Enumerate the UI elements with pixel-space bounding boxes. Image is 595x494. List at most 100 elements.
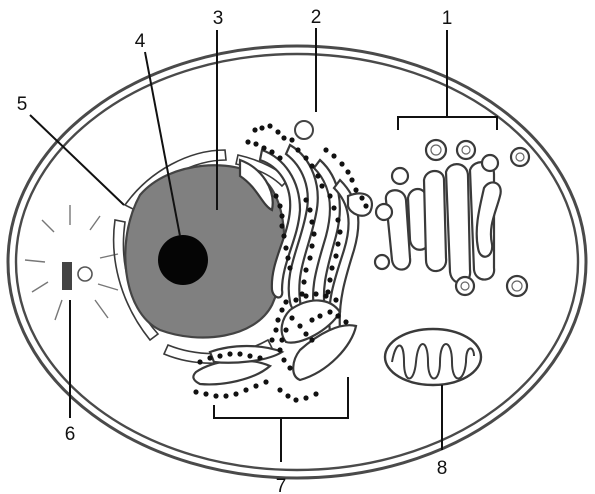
label-2: 2 bbox=[311, 7, 322, 28]
ribosome-dot bbox=[345, 169, 350, 174]
ribosome-dot bbox=[223, 393, 228, 398]
ribosome-dot bbox=[359, 195, 364, 200]
ribosome-dot bbox=[337, 229, 342, 234]
ribosome-dot bbox=[311, 231, 316, 236]
ribosome-dot bbox=[317, 313, 322, 318]
golgi-apparatus bbox=[375, 140, 529, 296]
ribosome-dot bbox=[349, 177, 354, 182]
ribosome-dot bbox=[283, 327, 288, 332]
ribosome-dot bbox=[253, 383, 258, 388]
ribosome-dot bbox=[197, 359, 202, 364]
ribosome-dot bbox=[273, 193, 278, 198]
ribosome-dot bbox=[327, 193, 332, 198]
ribosome-dot bbox=[307, 207, 312, 212]
ribosome-dot bbox=[353, 187, 358, 192]
ribosome-dot bbox=[309, 317, 314, 322]
ribosome-dot bbox=[309, 243, 314, 248]
ribosome-dot bbox=[315, 173, 320, 178]
ribosome-dot bbox=[243, 387, 248, 392]
ribosome-dot bbox=[277, 387, 282, 392]
ribosome-dot bbox=[323, 293, 328, 298]
ribosome-dot bbox=[335, 313, 340, 318]
ribosome-dot bbox=[277, 203, 282, 208]
ribosome-dot bbox=[259, 125, 264, 130]
ribosome-dot bbox=[277, 347, 282, 352]
centrosome bbox=[25, 205, 118, 320]
label-7: 7 bbox=[276, 476, 287, 494]
ribosome-dot bbox=[275, 317, 280, 322]
ribosome-dot bbox=[293, 397, 298, 402]
ribosome-dot bbox=[307, 255, 312, 260]
ribosome-dot bbox=[297, 323, 302, 328]
ribosome-dot bbox=[281, 135, 286, 140]
ribosome-dot bbox=[289, 137, 294, 142]
ribosome-dot bbox=[289, 315, 294, 320]
centriole-rod bbox=[62, 262, 72, 290]
ribosome-dot bbox=[309, 163, 314, 168]
ribosome-dot bbox=[319, 183, 324, 188]
ribosome-dot bbox=[247, 353, 252, 358]
label-1: 1 bbox=[442, 8, 453, 29]
mitochondrion bbox=[385, 329, 481, 385]
ribosome-dot bbox=[279, 307, 284, 312]
ribosome-dot bbox=[329, 265, 334, 270]
ribosome-dot bbox=[335, 217, 340, 222]
ribosome-dot bbox=[285, 393, 290, 398]
ribosome-dot bbox=[281, 357, 286, 362]
ribosome-dot bbox=[313, 391, 318, 396]
label-5: 5 bbox=[17, 94, 28, 115]
ribosome-dot bbox=[281, 233, 286, 238]
ribosome-dot bbox=[213, 393, 218, 398]
ribosome-dot bbox=[313, 291, 318, 296]
ribosome-dot bbox=[261, 145, 266, 150]
centriole-circle bbox=[78, 267, 92, 281]
ribosome-dot bbox=[193, 389, 198, 394]
ribosome-dot bbox=[279, 337, 284, 342]
ribosome-dot bbox=[277, 155, 282, 160]
ribosome-dot bbox=[327, 277, 332, 282]
ribosome-dot bbox=[203, 391, 208, 396]
ribosome-dot bbox=[335, 241, 340, 246]
ribosome-dot bbox=[303, 331, 308, 336]
ribosome-dot bbox=[303, 197, 308, 202]
ribosome-dot bbox=[323, 147, 328, 152]
ribosome-dot bbox=[269, 149, 274, 154]
label-4: 4 bbox=[135, 31, 146, 52]
label-8: 8 bbox=[437, 458, 448, 479]
ribosome-dot bbox=[245, 139, 250, 144]
ribosome-dot bbox=[273, 327, 278, 332]
ribosome-dot bbox=[363, 203, 368, 208]
ribosome-dot bbox=[331, 153, 336, 158]
ribosome-dot bbox=[207, 355, 212, 360]
ribosome-dot bbox=[327, 309, 332, 314]
ribosome-dot bbox=[263, 379, 268, 384]
ribosome-dot bbox=[252, 127, 257, 132]
ribosome-dot bbox=[287, 365, 292, 370]
ribosome-dot bbox=[293, 297, 298, 302]
ribosome-dot bbox=[339, 161, 344, 166]
ribosome-dot bbox=[303, 267, 308, 272]
ribosome-dot bbox=[287, 265, 292, 270]
ribosome-dot bbox=[269, 337, 274, 342]
ribosome-dot bbox=[331, 205, 336, 210]
ribosome-dot bbox=[279, 223, 284, 228]
ribosome-dot bbox=[283, 245, 288, 250]
label-6: 6 bbox=[65, 424, 76, 445]
ribosome-dot bbox=[267, 123, 272, 128]
ribosome-dot bbox=[283, 299, 288, 304]
ribosome-dot bbox=[343, 319, 348, 324]
ribosome-dot bbox=[275, 129, 280, 134]
ribosome-dot bbox=[233, 391, 238, 396]
vesicle bbox=[295, 121, 313, 139]
ribosome-dot bbox=[333, 297, 338, 302]
ribosome-dot bbox=[301, 279, 306, 284]
ribosome-dot bbox=[333, 253, 338, 258]
ribosome-dot bbox=[227, 351, 232, 356]
ribosome-dot bbox=[303, 293, 308, 298]
ribosome-dot bbox=[253, 141, 258, 146]
ribosome-dot bbox=[217, 353, 222, 358]
label-3: 3 bbox=[213, 8, 224, 29]
ribosome-dot bbox=[295, 147, 300, 152]
